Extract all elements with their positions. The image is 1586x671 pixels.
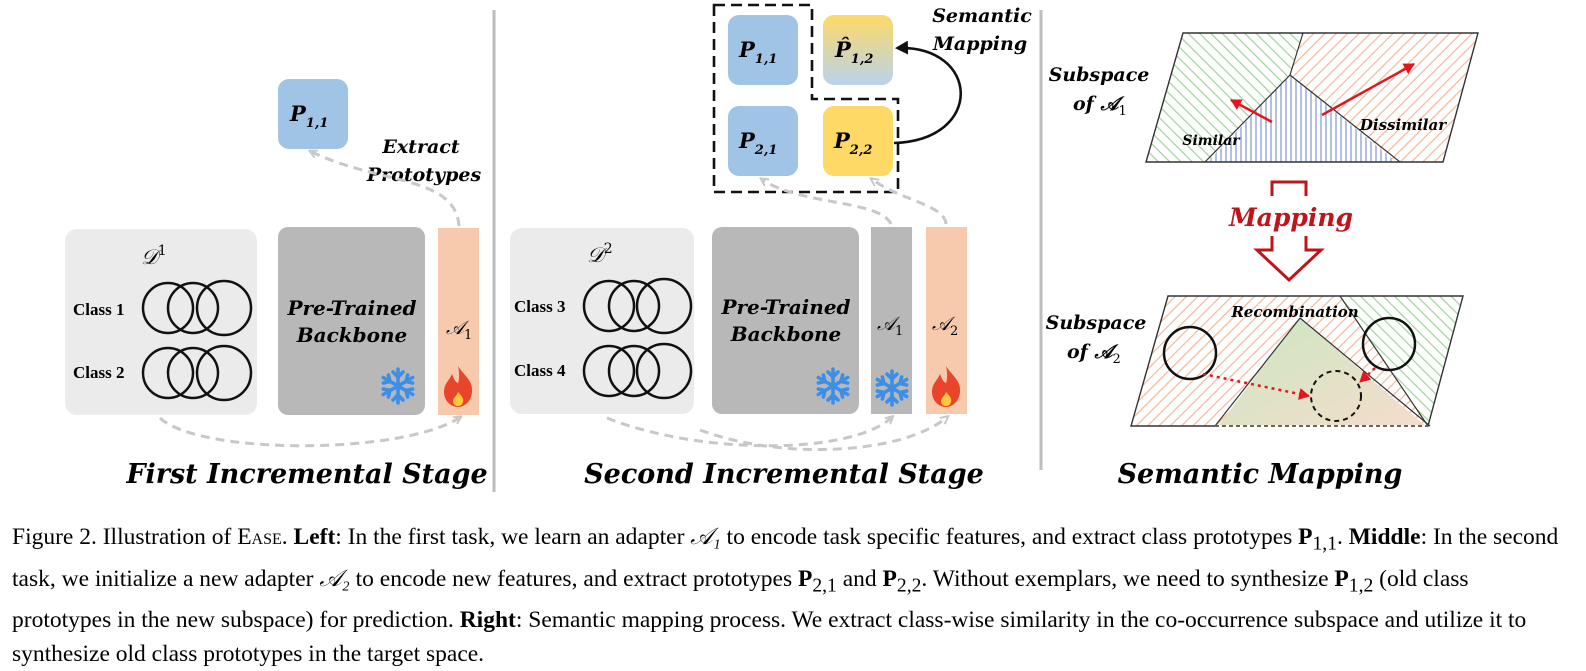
extract-arrow-a1	[763, 180, 893, 225]
prototype-dashed-box	[712, 3, 900, 194]
subspace-a2-diagram: Recombination	[1130, 295, 1464, 427]
prototype-p22-label: P2,2	[833, 128, 872, 158]
class-2-label: Class 2	[73, 363, 124, 382]
class-4-images	[582, 342, 693, 400]
method-name: Ease	[237, 524, 282, 550]
figure-caption: Figure 2. Illustration of Ease. Left: In…	[12, 524, 1559, 668]
fire-icon	[444, 366, 473, 407]
class-3-label: Class 3	[514, 297, 565, 316]
semantic-mapping-arrow	[893, 40, 962, 145]
extract-arrow-stage1	[312, 152, 461, 227]
dissimilar-label: Dissimilar	[1359, 116, 1447, 134]
snowflake-icon	[381, 367, 415, 405]
data-flow-arrow-stage2-b	[699, 418, 946, 451]
subspace-a1-label-line1: Subspace	[1049, 64, 1150, 86]
class-1-images	[141, 279, 253, 337]
prototype-p11-label: P1,1	[289, 101, 328, 131]
extract-arrow-a2	[873, 180, 948, 225]
snowflake-icon	[875, 369, 909, 407]
backbone-block-1	[278, 227, 425, 415]
class-1-label: Class 1	[73, 300, 124, 319]
caption-right-label: Right	[459, 607, 516, 634]
prototype-p11-stage2	[728, 15, 798, 85]
extract-prototypes-line1: Extract	[381, 136, 459, 158]
stage-title-first: First Incremental Stage	[125, 459, 487, 490]
dataset-panel-2	[510, 228, 694, 414]
prototype-p11-stage1	[278, 79, 348, 149]
caption-middle-label: Middle	[1348, 524, 1421, 550]
prototype-p12-label: P̂1,2	[834, 37, 873, 67]
class-4-label: Class 4	[514, 361, 566, 380]
snowflake-icon	[816, 367, 850, 405]
prototype-p21	[728, 106, 798, 176]
dataset-label-2: 𝒟2	[587, 241, 613, 267]
subspace-a2-label-line1: Subspace	[1046, 312, 1147, 334]
recombination-label: Recombination	[1230, 303, 1358, 321]
data-flow-arrow-stage2-a	[606, 418, 891, 448]
caption-left-label: Left	[293, 524, 336, 550]
prototype-p11-stage2-label: P1,1	[738, 37, 777, 67]
class-2-images	[141, 344, 253, 402]
subspace-a1-diagram: Similar Dissimilar	[1145, 32, 1479, 163]
backbone-label-2-line1: Pre-Trained	[720, 295, 850, 319]
backbone-block-2	[712, 227, 859, 414]
backbone-label-1-line2: Backbone	[296, 323, 408, 347]
prototype-p22	[823, 106, 893, 176]
semantic-mapping-group: Similar Dissimilar Subspace of 𝒜1 Mappin…	[1046, 32, 1479, 490]
similar-label: Similar	[1182, 133, 1241, 149]
ease-figure: 𝒟1 Class 1 Class 2	[65, 3, 1479, 492]
stage-title-semantic-mapping: Semantic Mapping	[1118, 459, 1403, 490]
mapping-label: Mapping	[1228, 203, 1353, 232]
fire-icon	[932, 366, 961, 407]
prototype-p21-label: P2,1	[738, 128, 777, 158]
mapping-arrow-icon	[1253, 180, 1325, 283]
subspace-a2-label-line2: of 𝒜2	[1067, 341, 1121, 367]
backbone-label-2-line2: Backbone	[730, 322, 842, 346]
semantic-mapping-label-line1: Semantic	[932, 5, 1032, 27]
second-stage-group: 𝒟2 Class 3 Class 4 Pre-Trained	[510, 3, 1032, 490]
first-stage-group: 𝒟1 Class 1 Class 2	[65, 79, 488, 490]
dataset-panel-1	[65, 229, 257, 415]
subspace-a1-label-line2: of 𝒜1	[1073, 93, 1127, 119]
data-flow-arrow-stage1	[158, 418, 459, 448]
extract-prototypes-line2: Prototypes	[366, 164, 482, 186]
semantic-mapping-label-line2: Mapping	[932, 33, 1027, 55]
backbone-label-1-line1: Pre-Trained	[286, 296, 416, 320]
class-3-images	[582, 277, 693, 335]
stage-title-second: Second Incremental Stage	[584, 459, 984, 490]
dataset-label-1: 𝒟1	[141, 243, 167, 269]
prototype-p12-synth	[823, 15, 893, 85]
